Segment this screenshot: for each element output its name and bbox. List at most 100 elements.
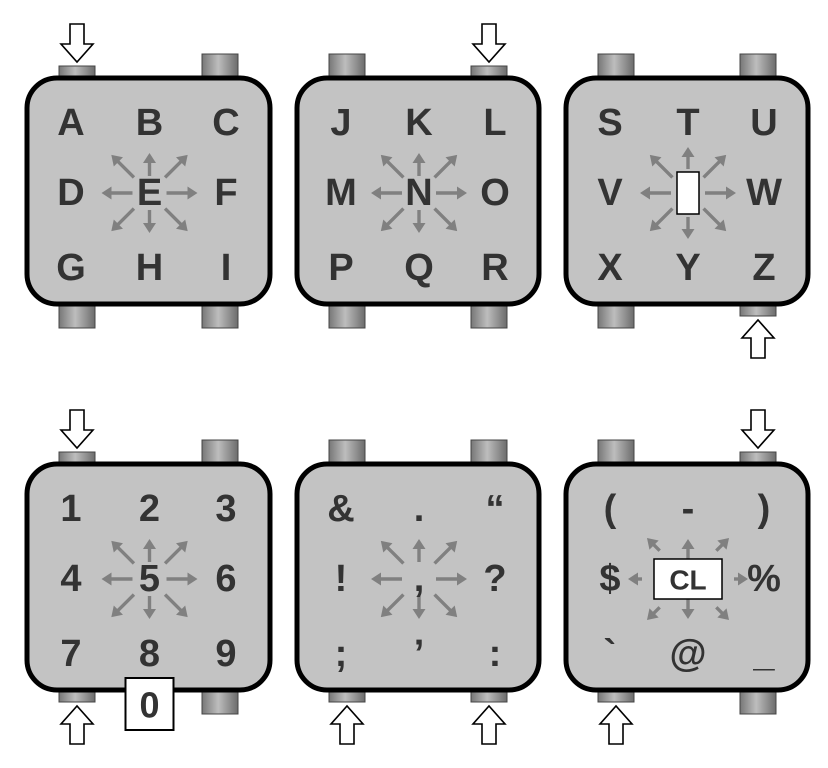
- press-arrow-down-icon: [740, 409, 776, 450]
- press-arrow-up-icon: [598, 704, 634, 745]
- key-char: -: [682, 488, 695, 530]
- key-char: 9: [215, 633, 236, 675]
- arrow-up-right-icon: [433, 540, 458, 565]
- key-char: N: [405, 172, 432, 214]
- key-char: @: [669, 633, 706, 675]
- arrow-up-right-icon: [715, 537, 730, 552]
- arrow-up-left-icon: [111, 540, 136, 565]
- button-tl-raised: [597, 439, 635, 465]
- key-char: .: [414, 488, 425, 530]
- key-char: S: [597, 102, 622, 144]
- key-char: (: [604, 488, 617, 530]
- key-char: W: [746, 172, 782, 214]
- arrow-up-right-icon: [433, 154, 458, 179]
- key-char: `: [604, 633, 617, 675]
- key-char: ?: [483, 558, 506, 600]
- arrow-up-icon: [412, 153, 426, 176]
- arrow-left-icon: [640, 186, 671, 200]
- arrow-up-left-icon: [380, 154, 405, 179]
- key-char: V: [597, 172, 623, 214]
- button-br-raised: [470, 303, 508, 329]
- key-char: L: [483, 102, 506, 144]
- key-char: Q: [404, 247, 434, 289]
- arrow-down-icon: [412, 210, 426, 233]
- key-char: Y: [675, 247, 700, 289]
- press-arrow-up-icon: [740, 318, 776, 359]
- arrow-down-right-icon: [163, 207, 188, 232]
- key-char: G: [56, 247, 86, 289]
- key-char: H: [136, 247, 163, 289]
- key-char: A: [57, 102, 84, 144]
- key-char: E: [137, 172, 162, 214]
- arrow-up-icon: [681, 147, 695, 169]
- button-tr-raised: [201, 439, 239, 465]
- key-char: R: [481, 247, 508, 289]
- button-tr-raised: [739, 53, 777, 79]
- key-char: 1: [60, 488, 81, 530]
- arrow-up-left-icon: [646, 537, 661, 552]
- arrow-down-icon: [681, 217, 695, 239]
- key-char: B: [136, 102, 163, 144]
- key-char: T: [676, 102, 699, 144]
- arrow-left-icon: [628, 572, 642, 586]
- key-char: !: [335, 558, 348, 600]
- key-char: D: [57, 172, 84, 214]
- key-char: _: [752, 633, 775, 675]
- key-char: J: [330, 102, 351, 144]
- arrow-up-right-icon: [163, 154, 188, 179]
- key-char: 6: [215, 558, 236, 600]
- arrow-up-right-icon: [702, 154, 727, 179]
- press-arrow-up-icon: [329, 704, 365, 745]
- button-br-raised: [739, 689, 777, 715]
- arrow-left-icon: [371, 186, 402, 200]
- keypad-panel-symbols: (-)$%`@_CL: [563, 409, 811, 745]
- key-char: 5: [139, 558, 160, 600]
- key-char: K: [405, 102, 433, 144]
- center-cursor-box: [676, 171, 700, 215]
- key-char: F: [214, 172, 237, 214]
- button-tl-raised: [328, 439, 366, 465]
- button-bl-raised: [597, 303, 635, 329]
- key-char: U: [750, 102, 777, 144]
- key-char: I: [221, 247, 232, 289]
- keypad-panel-punct: &.“!,?;’:: [294, 439, 542, 745]
- panel-body: [294, 75, 542, 307]
- arrow-down-right-icon: [702, 207, 727, 232]
- key-char: $: [599, 558, 620, 600]
- button-bl-raised: [328, 303, 366, 329]
- button-br-raised: [201, 689, 239, 715]
- key-char: :: [489, 633, 502, 675]
- arrow-up-right-icon: [163, 540, 188, 565]
- key-char: 2: [139, 488, 160, 530]
- arrow-up-icon: [412, 539, 426, 562]
- key-char: X: [597, 247, 623, 289]
- arrow-down-left-icon: [111, 593, 136, 618]
- press-arrow-up-icon: [471, 704, 507, 745]
- press-arrow-down-icon: [471, 23, 507, 64]
- key-char: ;: [335, 633, 348, 675]
- arrow-up-icon: [143, 539, 156, 562]
- key-char: %: [747, 558, 781, 600]
- press-arrow-down-icon: [59, 409, 95, 450]
- button-tr-raised: [201, 53, 239, 79]
- key-char: &: [327, 488, 354, 530]
- clear-label: CL: [669, 565, 706, 596]
- arrow-up-left-icon: [111, 154, 136, 179]
- key-char: P: [328, 247, 353, 289]
- arrow-up-icon: [143, 153, 156, 176]
- arrow-down-right-icon: [715, 606, 730, 621]
- panel-body: [24, 75, 273, 307]
- zero-key-label: 0: [139, 685, 159, 726]
- key-char: O: [480, 172, 510, 214]
- key-char: 3: [215, 488, 236, 530]
- panel-body: [294, 461, 542, 693]
- arrow-down-left-icon: [380, 207, 405, 232]
- arrow-up-left-icon: [380, 540, 405, 565]
- arrow-down-right-icon: [433, 593, 458, 618]
- press-arrow-up-icon: [59, 704, 95, 745]
- key-char: “: [486, 488, 505, 530]
- button-br-raised: [201, 303, 239, 329]
